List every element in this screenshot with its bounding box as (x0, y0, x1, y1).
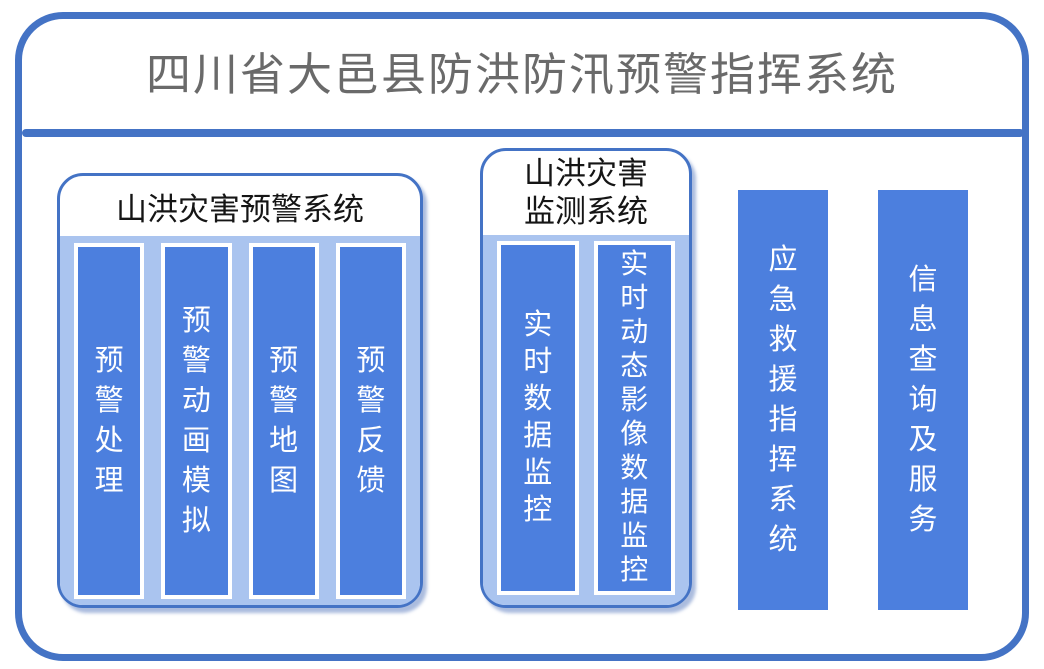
bar-warning-processing-label: 预警处理 (94, 345, 124, 497)
group-flood-monitoring-system: 山洪灾害 监测系统 实时数据监控 实时动态影像数据监控 (480, 148, 692, 608)
bar-warning-animation-simulation: 预警动画模拟 (161, 243, 232, 599)
group-flood-warning-title: 山洪灾害预警系统 (116, 191, 364, 227)
bar-warning-processing: 预警处理 (74, 243, 145, 599)
bar-warning-map-label: 预警地图 (269, 345, 299, 497)
title-separator-line (22, 129, 1024, 137)
bar-realtime-dynamic-video-data-monitoring: 实时动态影像数据监控 (593, 241, 675, 595)
bar-warning-feedback-label: 预警反馈 (356, 345, 386, 497)
bar-emergency-rescue-command-system: 应急救援指挥系统 (738, 190, 828, 610)
group-flood-monitoring-body: 实时数据监控 实时动态影像数据监控 (483, 235, 689, 605)
diagram-title: 四川省大邑县防洪防汛预警指挥系统 (145, 49, 898, 100)
group-flood-warning-system: 山洪灾害预警系统 预警处理 预警动画模拟 预警地图 预警反馈 (57, 173, 423, 608)
bar-realtime-dynamic-video-data-monitoring-label: 实时动态影像数据监控 (620, 249, 649, 586)
bar-warning-feedback: 预警反馈 (335, 243, 406, 599)
outer-frame (15, 12, 1029, 661)
bar-information-query-and-service: 信息查询及服务 (878, 190, 968, 610)
bar-realtime-data-monitoring-label: 实时数据监控 (523, 309, 553, 526)
group-flood-warning-body: 预警处理 预警动画模拟 预警地图 预警反馈 (60, 236, 420, 605)
bar-information-query-and-service-label: 信息查询及服务 (908, 264, 938, 536)
bar-warning-map: 预警地图 (248, 243, 319, 599)
group-flood-monitoring-title: 山洪灾害 监测系统 (524, 156, 648, 229)
bar-emergency-rescue-command-system-label: 应急救援指挥系统 (768, 244, 798, 556)
bar-realtime-data-monitoring: 实时数据监控 (497, 241, 579, 595)
bar-warning-animation-simulation-label: 预警动画模拟 (181, 305, 211, 537)
